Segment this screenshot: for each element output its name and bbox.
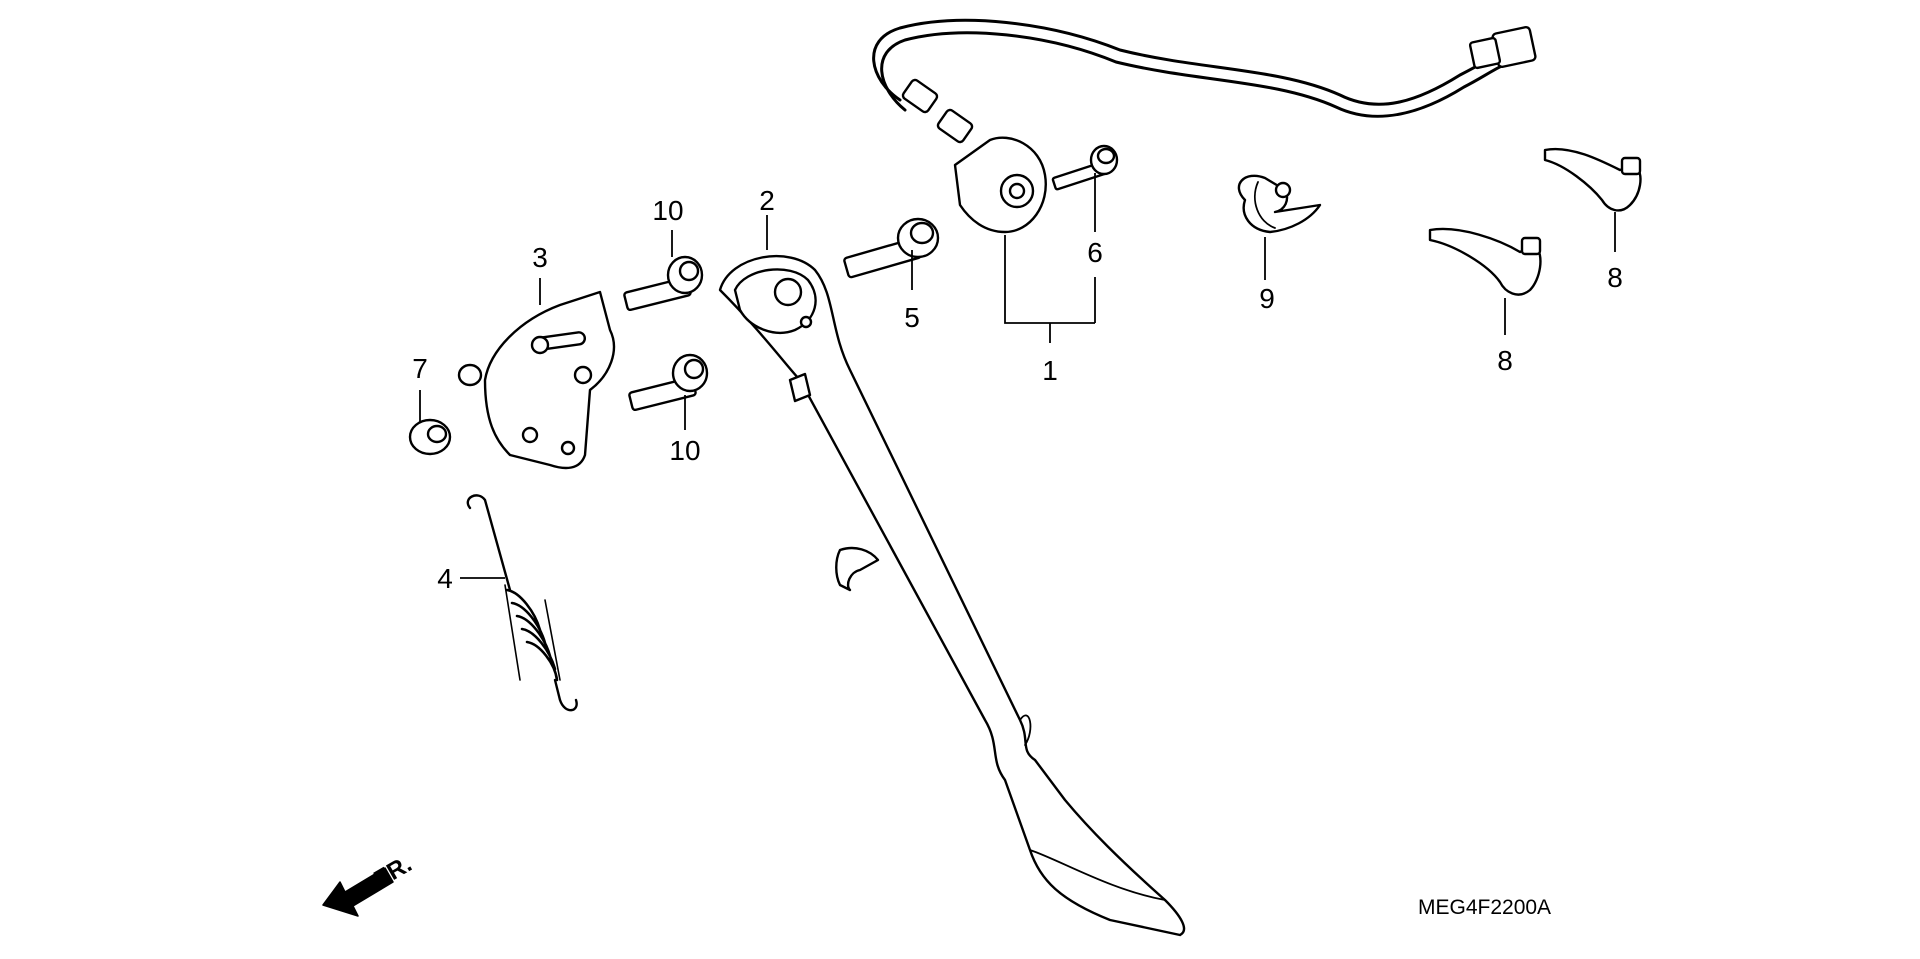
arrow-left-down-icon	[322, 867, 394, 917]
callout-10-lower: 10	[669, 435, 700, 466]
side-stand-switch	[872, 18, 1537, 234]
callout-4: 4	[437, 563, 453, 594]
callout-10-upper: 10	[652, 195, 683, 226]
callout-6: 6	[1087, 237, 1103, 268]
diagram-code: MEG4F2200A	[1418, 896, 1551, 919]
leader-lines	[419, 173, 1616, 579]
callout-5: 5	[904, 302, 920, 333]
bolt-6	[1051, 144, 1119, 191]
nut-7	[408, 418, 452, 456]
side-stand-bracket	[457, 290, 616, 470]
callout-3: 3	[532, 242, 548, 273]
clamp-9	[1237, 174, 1322, 234]
callout-2: 2	[759, 185, 775, 216]
cable-tie-8-lower	[1428, 227, 1542, 296]
callout-8-upper: 8	[1607, 262, 1623, 293]
front-direction-indicator: FR.	[322, 850, 416, 917]
bolt-10-upper	[623, 255, 704, 312]
callout-8-lower: 8	[1497, 345, 1513, 376]
callout-1: 1	[1042, 355, 1058, 386]
callout-7: 7	[412, 353, 428, 384]
callout-9: 9	[1259, 283, 1275, 314]
side-stand	[718, 255, 1186, 937]
spring-4	[466, 494, 578, 712]
bolt-5	[843, 217, 940, 279]
cable-tie-8-upper	[1543, 147, 1642, 212]
bolt-10-lower	[628, 353, 709, 412]
